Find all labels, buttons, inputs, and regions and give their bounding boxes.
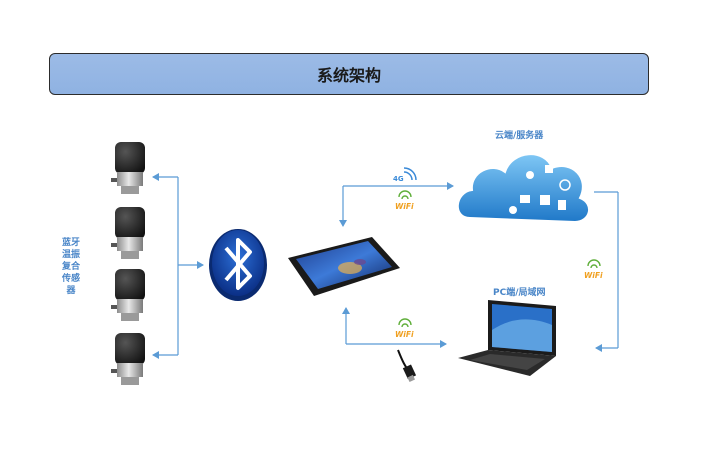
- sensor-connector: [152, 173, 204, 359]
- smartphone-icon: [288, 237, 400, 296]
- usb-cable-icon: [397, 349, 417, 382]
- wifi-icon-right: WiFi: [584, 259, 603, 280]
- page-title: 系统架构: [316, 66, 381, 85]
- phone-laptop-connector: [342, 307, 447, 348]
- wifi-label-cloud: WiFi: [395, 202, 414, 211]
- title-bar: 系统架构: [49, 53, 649, 95]
- 4g-label: 4G: [393, 175, 404, 183]
- sensor-4: [111, 333, 145, 385]
- sensor-3: [111, 269, 145, 321]
- laptop-icon: [458, 300, 556, 376]
- cloud-laptop-connector: [594, 191, 619, 352]
- cloud-icon: [456, 153, 590, 224]
- pc-label: PC端/局域网: [493, 288, 546, 298]
- wifi-icon-pc: WiFi: [395, 318, 414, 339]
- sensor-1: [111, 142, 145, 194]
- phone-cloud-connector: [339, 182, 454, 227]
- wifi-icon-cloud: WiFi: [395, 190, 414, 211]
- wifi-label-pc: WiFi: [395, 330, 414, 339]
- 4g-icon: 4G: [393, 167, 417, 183]
- bluetooth-icon: [209, 229, 267, 301]
- wifi-label-right: WiFi: [584, 271, 603, 280]
- sensor-label: 蓝牙温振复合传感器: [61, 238, 80, 296]
- sensor-2: [111, 207, 145, 259]
- cloud-label: 云端/服务器: [495, 131, 544, 141]
